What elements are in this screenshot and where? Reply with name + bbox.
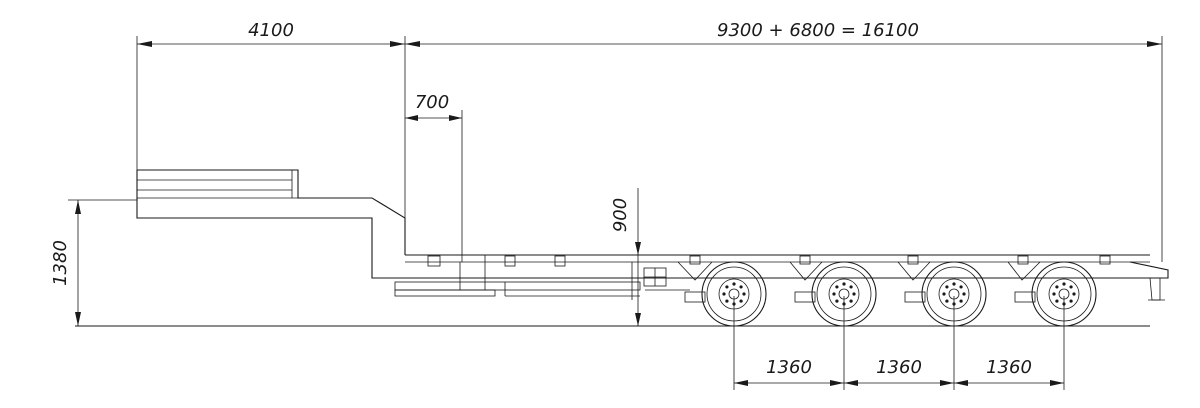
wheel-nut xyxy=(722,292,726,296)
wheel-nut xyxy=(959,299,963,303)
dimension-axle-spacing: 1360 1360 1360 xyxy=(733,296,1065,390)
wheel-nut xyxy=(945,285,949,289)
wheel-nut xyxy=(945,299,949,303)
wheel-nut xyxy=(852,292,856,296)
dim-label-gooseneck: 4100 xyxy=(248,20,294,41)
wheel-nut xyxy=(842,282,846,286)
dim-label-axle-2: 1360 xyxy=(876,357,922,378)
wheel-nut xyxy=(1055,299,1059,303)
wheel-nut xyxy=(732,282,736,286)
dim-label-axle-3: 1360 xyxy=(986,357,1032,378)
wheel-nut xyxy=(942,292,946,296)
wheel-nut xyxy=(1055,285,1059,289)
wheel-nut xyxy=(725,299,729,303)
wheel-nut xyxy=(832,292,836,296)
dim-label-deck-height: 900 xyxy=(610,198,631,232)
dimension-fifth-wheel-height: 1380 xyxy=(50,199,137,326)
wheel-nut xyxy=(835,285,839,289)
deck-frame xyxy=(394,254,1150,303)
wheel-nut xyxy=(962,292,966,296)
wheel-nut xyxy=(849,285,853,289)
wheel-nut xyxy=(1072,292,1076,296)
wheel-nut xyxy=(742,292,746,296)
wheel-nut xyxy=(959,285,963,289)
wheel-group xyxy=(701,261,1097,327)
wheel-nut xyxy=(1069,299,1073,303)
dimension-deck-height: 900 xyxy=(610,188,641,326)
dim-label-fifth-wheel: 1380 xyxy=(50,240,71,286)
wheel-nut xyxy=(1062,282,1066,286)
wheel-nut xyxy=(739,299,743,303)
wheel-nut xyxy=(725,285,729,289)
dim-label-axle-1: 1360 xyxy=(766,357,812,378)
wheel-nut xyxy=(849,299,853,303)
dimension-deck-length: 9300 + 6800 = 16100 xyxy=(405,20,1163,262)
wheel-nut xyxy=(739,285,743,289)
wheel-nut xyxy=(952,282,956,286)
dim-label-deck: 9300 + 6800 = 16100 xyxy=(717,20,919,41)
wheel-nut xyxy=(835,299,839,303)
dimension-gooseneck-length: 4100 xyxy=(136,20,406,218)
wheel-nut xyxy=(1052,292,1056,296)
dim-label-ramp: 700 xyxy=(415,92,449,113)
wheel-nut xyxy=(1069,285,1073,289)
rear-end xyxy=(1129,261,1169,301)
dimension-ramp-offset: 700 xyxy=(405,92,463,262)
